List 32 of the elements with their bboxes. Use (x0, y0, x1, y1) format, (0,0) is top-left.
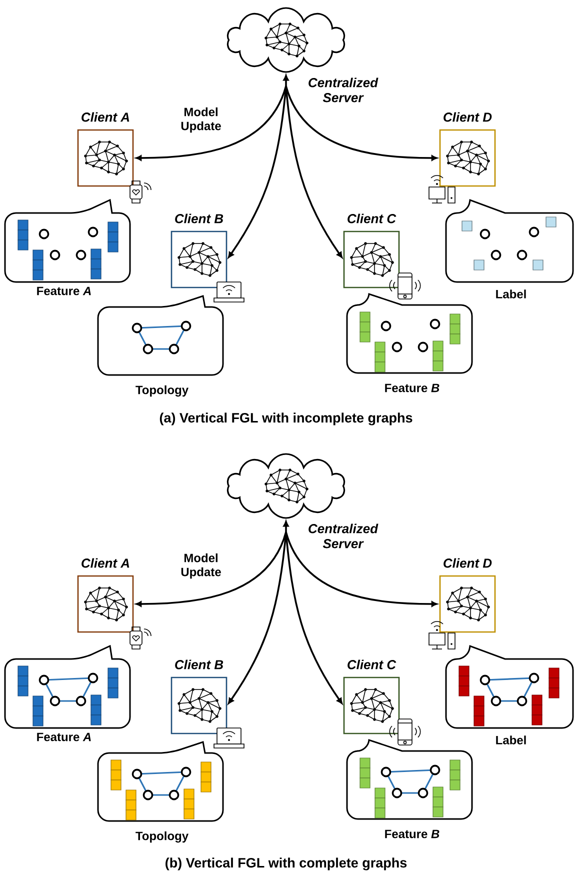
bubble-caption: Feature A (37, 732, 91, 742)
arrow (285, 532, 342, 704)
arrow-trunk (283, 520, 289, 532)
panel-caption: (b) Vertical FGL with complete graphs (166, 858, 407, 870)
arrow (136, 532, 287, 607)
bubble-caption: Feature B (385, 830, 440, 838)
arrow-trunk (283, 74, 289, 86)
client-heading: Client D (444, 112, 492, 122)
client-heading: Client A (82, 112, 130, 122)
client-heading: Client C (348, 660, 396, 670)
client-heading: Client C (348, 214, 396, 224)
bubble-caption: Feature A (37, 286, 91, 296)
arrow (285, 86, 438, 161)
server-heading: Centralized Server (308, 78, 378, 102)
bubble-caption: Label (496, 290, 526, 298)
client-heading: Client B (175, 660, 224, 670)
arrow (228, 532, 287, 704)
arrow (228, 86, 287, 258)
edge-label: Model Update (174, 106, 228, 134)
bubble-caption: Topology (136, 385, 188, 397)
client-heading: Client A (82, 558, 130, 568)
arrow (136, 86, 287, 161)
client-heading: Client B (175, 214, 224, 224)
edge-label: Model Update (174, 552, 228, 580)
client-heading: Client D (444, 558, 492, 568)
bubble-caption: Topology (136, 831, 188, 843)
arrow (285, 86, 342, 258)
server-heading: Centralized Server (308, 524, 378, 548)
arrow (285, 532, 438, 607)
bubble-caption: Feature B (385, 384, 440, 392)
panel-caption: (a) Vertical FGL with incomplete graphs (160, 412, 412, 426)
bubble-caption: Label (496, 736, 526, 744)
